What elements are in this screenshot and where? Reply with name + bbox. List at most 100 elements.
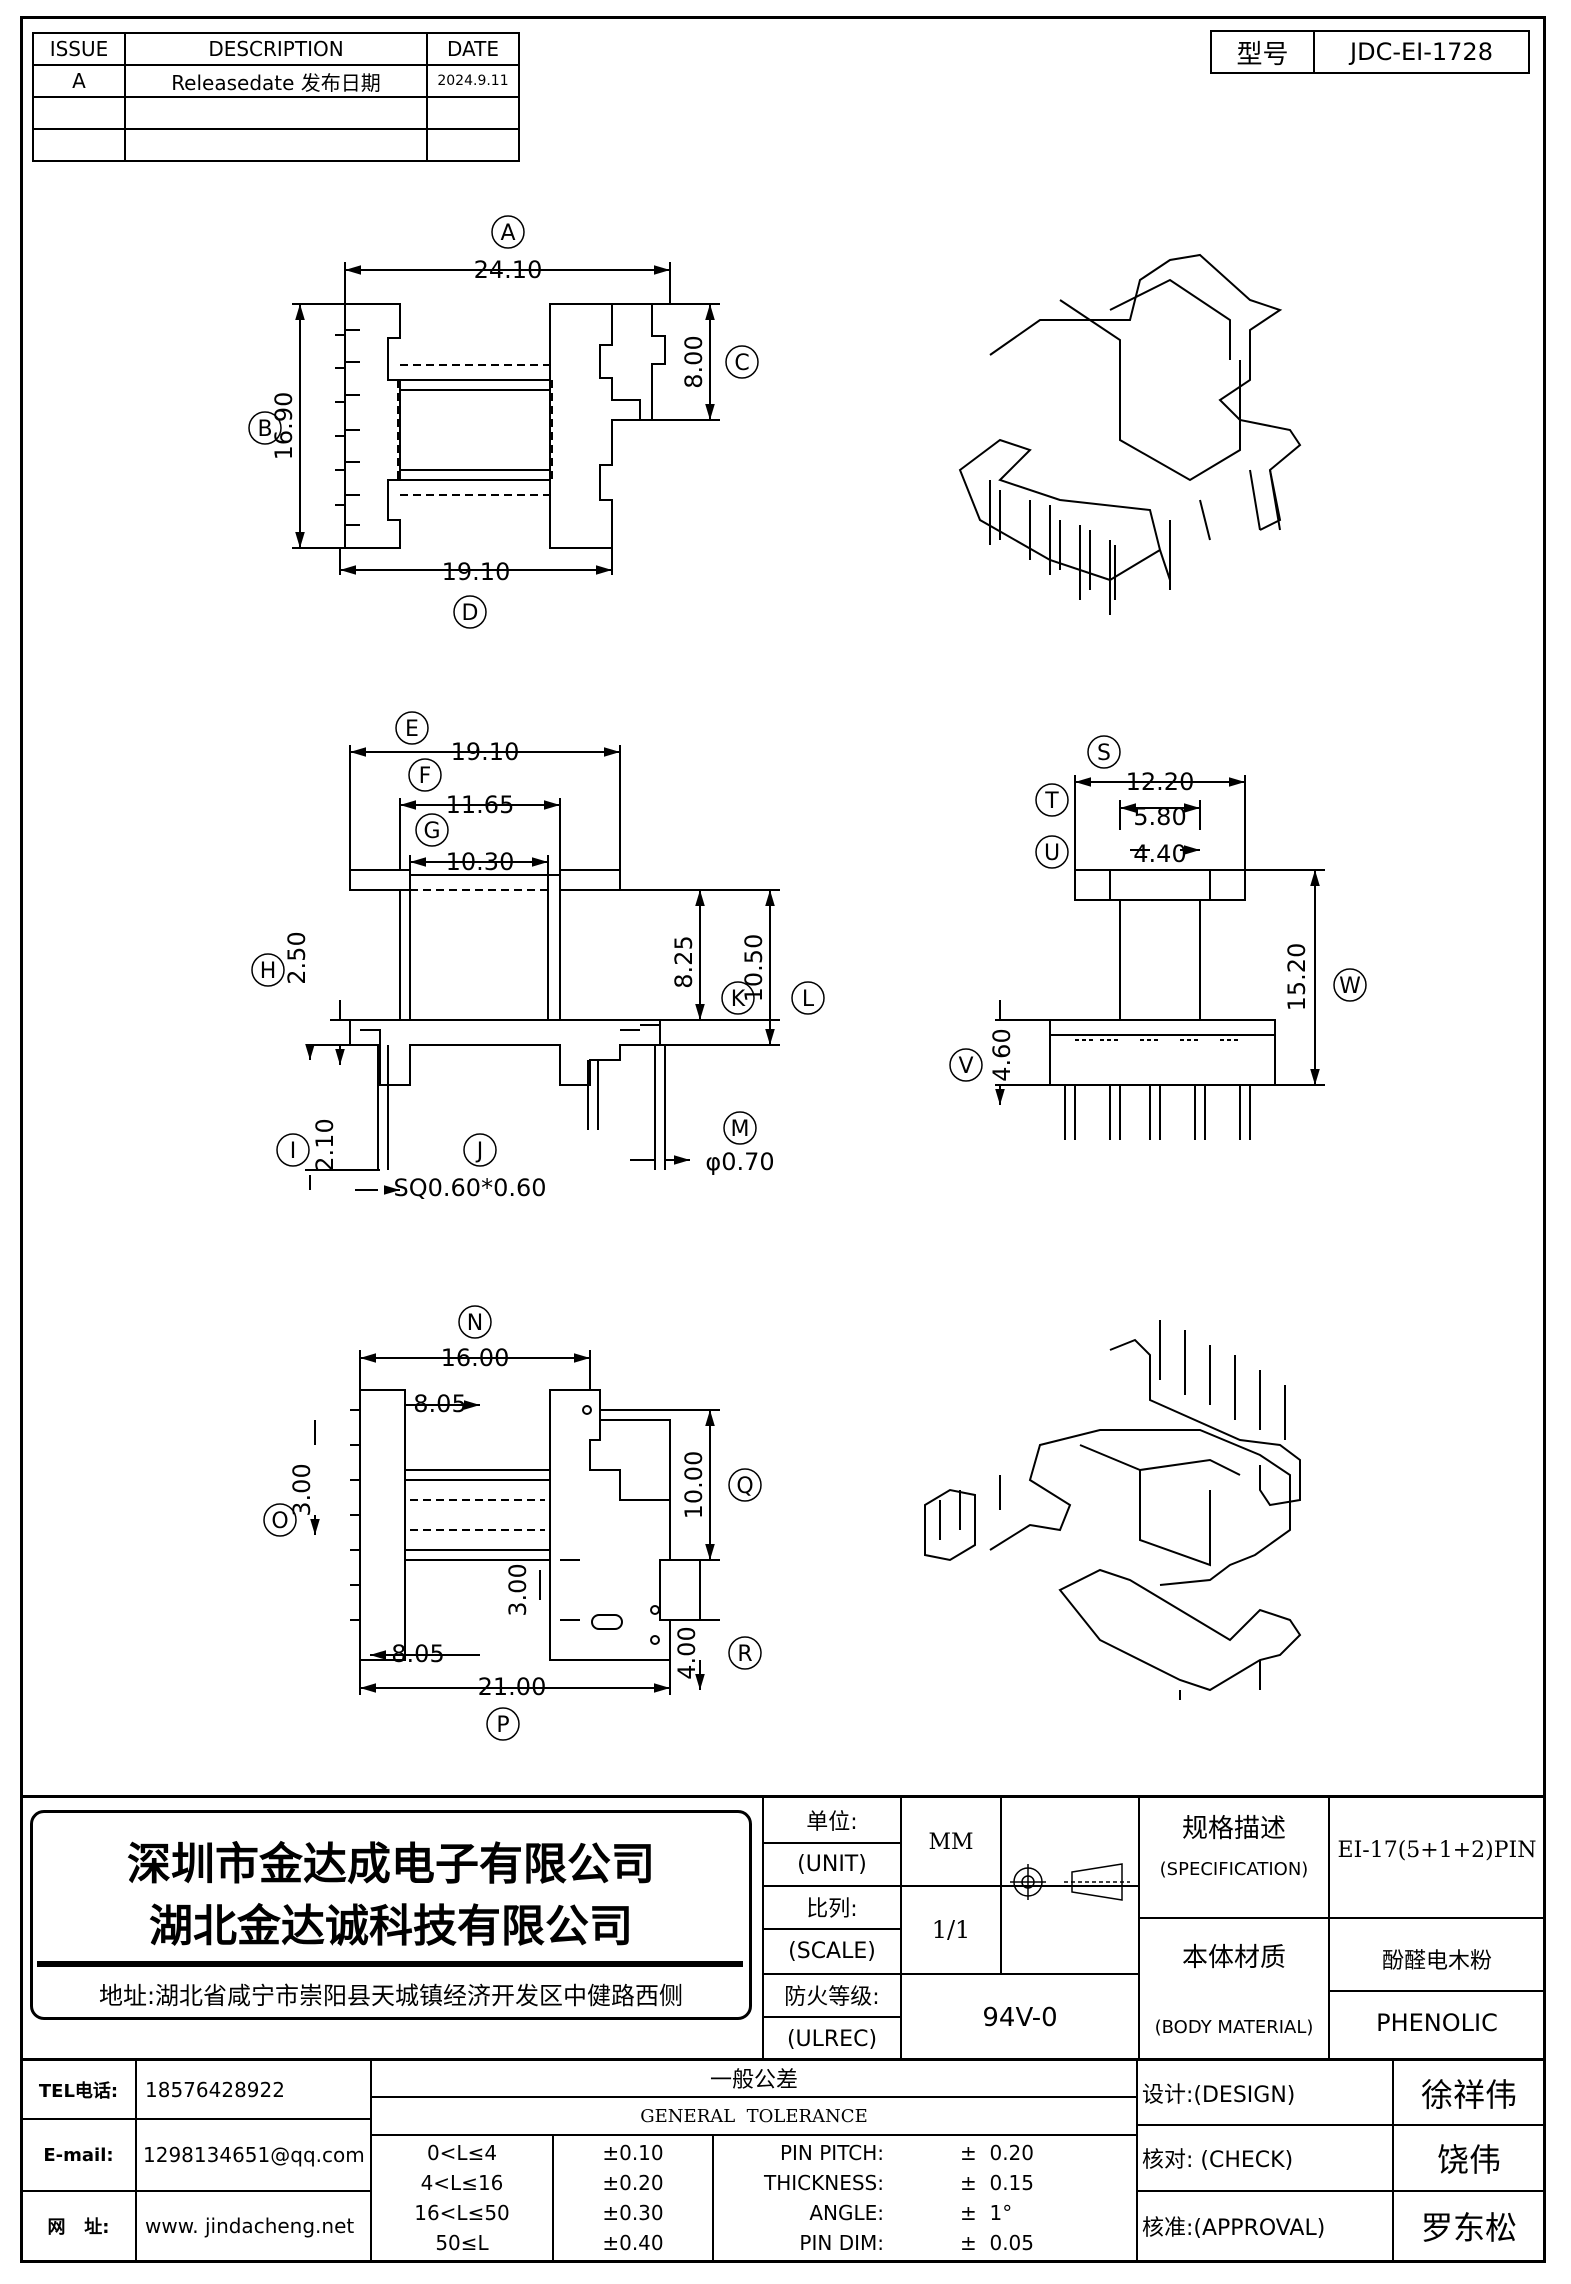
callout-letter-f: F	[419, 764, 432, 789]
dim-value-q: 10.00	[680, 1451, 708, 1520]
unit-value: MM	[928, 1829, 974, 1855]
scale-label-cn: 比列:	[806, 1897, 858, 1922]
spec-label-cn: 规格描述	[1181, 1813, 1286, 1844]
scale-label-en: (SCALE)	[788, 1938, 876, 1964]
design-label: 设计:(DESIGN)	[1142, 2083, 1296, 2108]
fire-label-cn: 防火等级:	[784, 1985, 880, 2010]
date-header: DATE	[426, 32, 520, 66]
callout-letter-i: I	[290, 1139, 297, 1164]
tol-name: ANGLE:	[809, 2201, 884, 2225]
tol-spec: ± 0.05	[960, 2231, 1035, 2255]
dimension-callouts: A B C D E F G H I J K L M N O P Q R S T …	[248, 215, 1367, 1741]
callout-t: T	[1035, 783, 1069, 817]
side-view	[995, 775, 1325, 1140]
hline	[1138, 2190, 1546, 2192]
tolerance-title-cn: 一般公差	[709, 2068, 798, 2093]
dim-value-c: 8.00	[680, 335, 708, 388]
vline	[762, 1798, 764, 2060]
dim-value-r: 4.00	[673, 1626, 701, 1679]
dim-value-o: 3.00	[288, 1463, 316, 1516]
dim-value-b: 16.90	[270, 392, 298, 461]
callout-q: Q	[728, 1468, 762, 1502]
vline	[135, 2060, 137, 2263]
callout-g: G	[415, 813, 449, 847]
tol-spec: ± 0.15	[960, 2171, 1035, 2195]
issue-cell	[32, 128, 126, 162]
dim-value-m: φ0.70	[705, 1148, 774, 1176]
tol-range: 16<L≤50	[414, 2201, 510, 2225]
callout-m: M	[723, 1111, 757, 1145]
callout-p: P	[486, 1707, 520, 1741]
vline	[1328, 1798, 1330, 2060]
date-cell	[426, 128, 520, 162]
hline	[20, 2058, 1546, 2061]
tol-value: ±0.20	[602, 2171, 664, 2195]
vline	[552, 2136, 554, 2263]
callout-w: W	[1333, 968, 1367, 1002]
dim-value-300b: 3.00	[504, 1563, 532, 1616]
dim-value-i: 2.10	[311, 1118, 339, 1171]
web-label: 网 址:	[47, 2217, 110, 2238]
callout-letter-t: T	[1044, 789, 1059, 814]
approval-name: 罗东松	[1420, 2209, 1517, 2247]
email-value[interactable]: 1298134651@qq.com	[143, 2143, 365, 2167]
material-label-en: (BODY MATERIAL)	[1154, 2016, 1314, 2038]
hline	[1330, 1990, 1546, 1992]
issue-cell: A	[32, 64, 126, 98]
callout-letter-m: M	[731, 1117, 750, 1142]
bottom-view	[315, 1350, 720, 1695]
fire-value: 94V-0	[982, 2002, 1058, 2033]
dim-value-d: 19.10	[442, 558, 511, 586]
callout-h: H	[251, 953, 285, 987]
dim-value-h: 2.50	[283, 931, 311, 984]
hline	[22, 2118, 372, 2120]
callout-letter-c: C	[734, 351, 749, 376]
dim-value-a: 24.10	[474, 256, 543, 284]
tel-label: TEL电话:	[38, 2081, 119, 2102]
callout-letter-v: V	[958, 1054, 973, 1079]
callout-f: F	[408, 758, 442, 792]
material-value-en: PHENOLIC	[1376, 2008, 1498, 2037]
company-box: 深圳市金达成电子有限公司 湖北金达诚科技有限公司 地址:湖北省咸宁市崇阳县天城镇…	[30, 1810, 752, 2020]
callout-letter-g: G	[423, 819, 440, 844]
callout-s: S	[1087, 735, 1121, 769]
tol-spec: ± 0.20	[960, 2141, 1035, 2165]
hline	[1140, 1917, 1546, 1919]
dim-value-l: 10.50	[740, 934, 768, 1003]
unit-label-en: (UNIT)	[797, 1851, 867, 1877]
tol-name: PIN DIM:	[799, 2231, 884, 2255]
callout-letter-s: S	[1097, 741, 1111, 766]
isometric-view-top	[958, 253, 1302, 615]
callout-letter-q: Q	[736, 1474, 753, 1499]
company-name-2: 湖北金达诚科技有限公司	[149, 1901, 633, 1952]
dimension-labels: 24.10 16.90 8.00 19.10 19.10 11.65 10.30…	[270, 256, 1311, 1701]
title-block-divider	[20, 1795, 1546, 1798]
description-cell	[124, 128, 428, 162]
date-cell: 2024.9.11	[426, 64, 520, 98]
hline	[1138, 2124, 1546, 2126]
callout-letter-w: W	[1339, 974, 1361, 999]
tel-value: 18576428922	[145, 2078, 285, 2102]
hline	[22, 2190, 372, 2192]
spec-value: EI-17(5+1+2)PIN	[1337, 1837, 1537, 1863]
dim-value-v: 4.60	[988, 1028, 1016, 1081]
scale-value: 1/1	[931, 1916, 971, 1944]
callout-letter-d: D	[462, 601, 479, 626]
callout-letter-u: U	[1044, 841, 1060, 866]
callout-letter-a: A	[500, 221, 515, 246]
vline	[1138, 1798, 1140, 2060]
hline	[764, 1928, 900, 1930]
callout-a: A	[491, 215, 525, 249]
hline	[764, 1842, 900, 1844]
web-link[interactable]: www. jindacheng.net	[145, 2214, 355, 2238]
company-rule	[37, 1961, 743, 1967]
drawing-border	[20, 16, 1546, 2263]
hline	[764, 2016, 900, 2018]
vline	[900, 1798, 902, 2060]
check-name: 饶伟	[1436, 2141, 1501, 2179]
callout-k: K	[721, 981, 755, 1015]
approval-label: 核准:(APPROVAL)	[1142, 2216, 1326, 2241]
callout-letter-p: P	[496, 1713, 509, 1738]
dim-value-u: 4.40	[1133, 840, 1186, 868]
description-cell: Releasedate 发布日期	[124, 64, 428, 98]
